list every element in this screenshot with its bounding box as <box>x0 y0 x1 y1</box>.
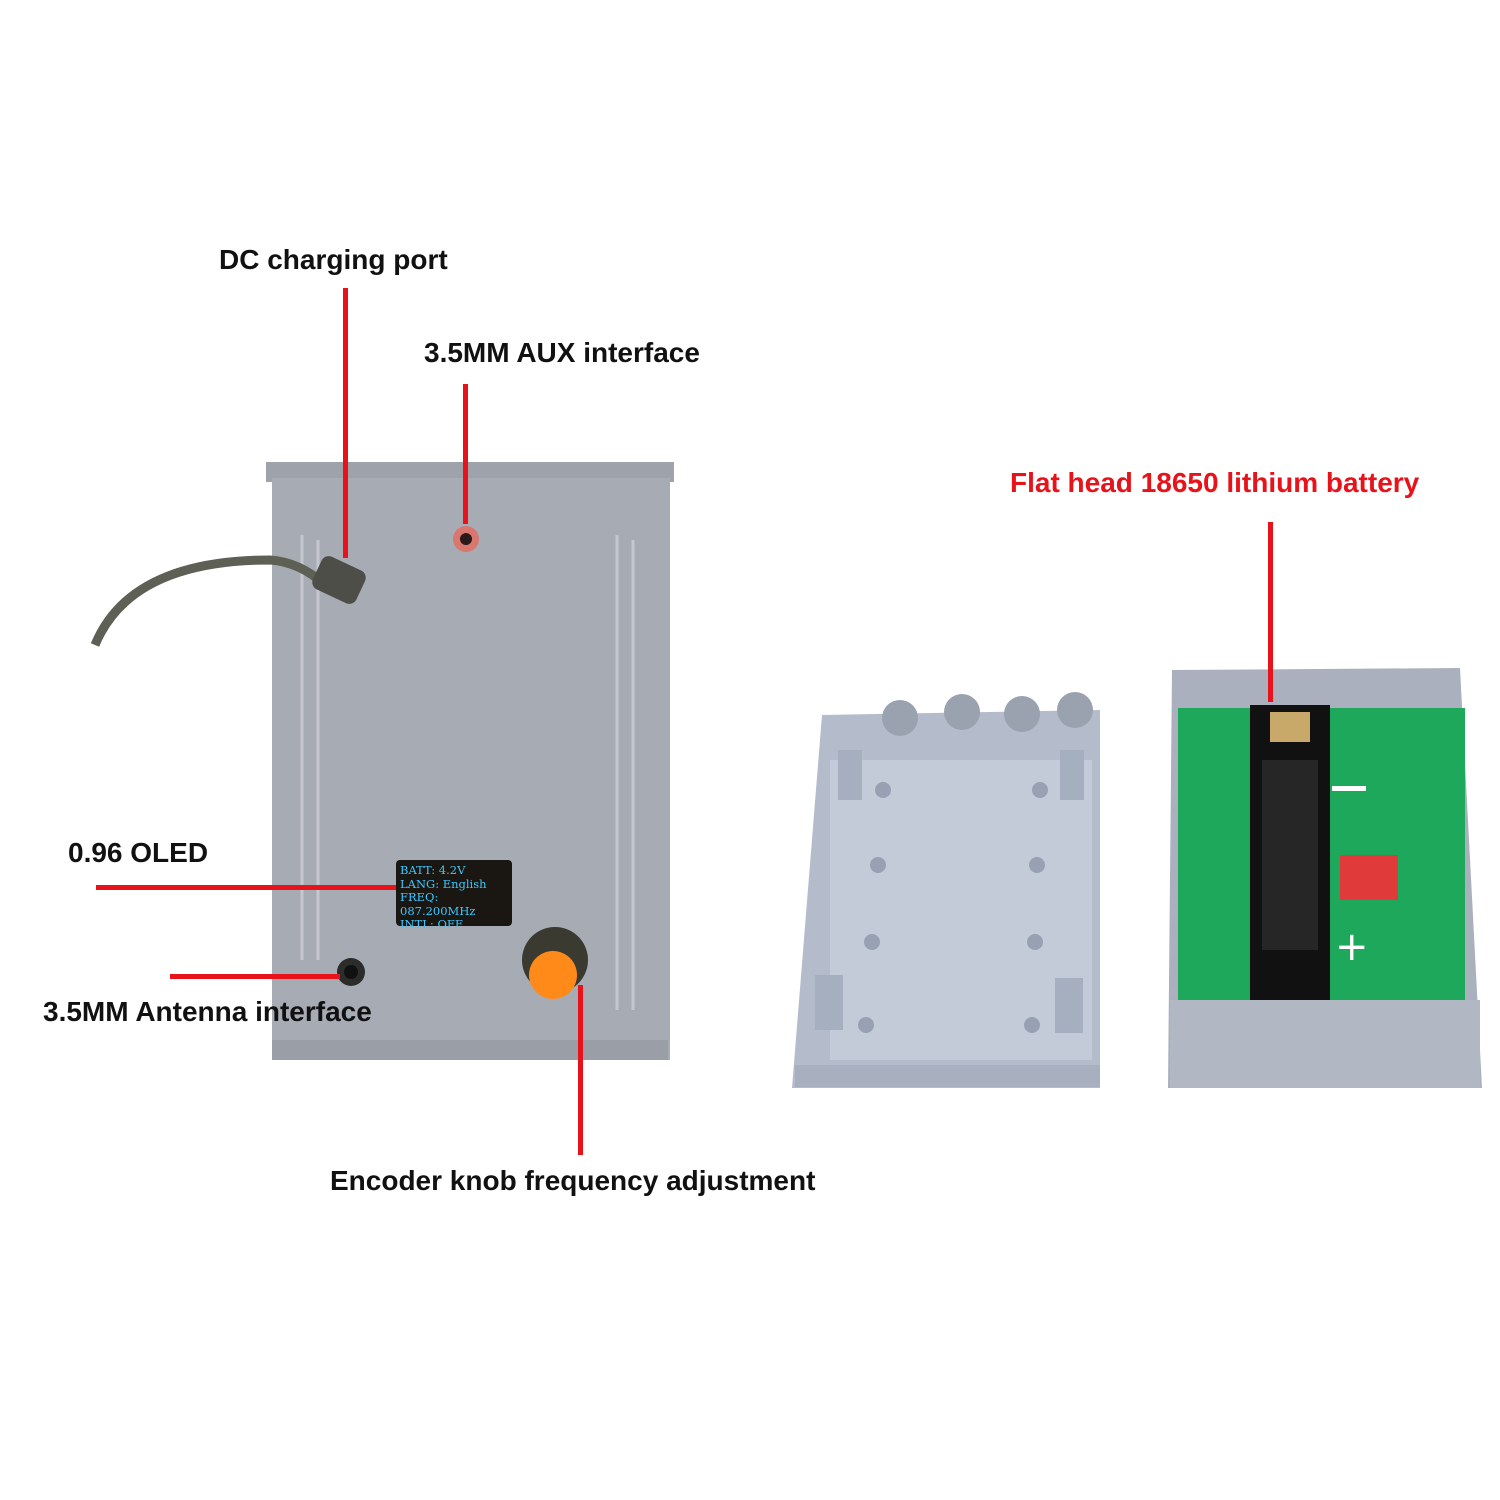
encoder-pointer <box>578 985 583 1155</box>
screws <box>882 692 1093 736</box>
dc-cable <box>90 555 329 647</box>
antenna-pointer <box>170 974 340 979</box>
label-battery: Flat head 18650 lithium battery <box>1010 467 1420 498</box>
oled-pointer <box>96 885 396 890</box>
dc-port-pointer <box>343 288 348 558</box>
switch <box>1340 855 1398 900</box>
label-oled: 0.96 OLED <box>68 837 209 868</box>
aux-pointer <box>463 384 468 524</box>
battery-holder-contact <box>1270 712 1310 742</box>
label-antenna-interface: 3.5MM Antenna interface <box>43 996 372 1027</box>
svg-text:+: + <box>1335 924 1369 970</box>
dc-plug <box>312 556 366 604</box>
enclosure-lid <box>792 710 1100 1088</box>
enclosure-base-with-pcb: + <box>1168 668 1482 1088</box>
oled-line: INTL: OFF <box>400 917 463 931</box>
label-dc-charging-port: DC charging port <box>219 244 448 275</box>
oled-line: FREQ: 087.200MHz <box>400 890 476 918</box>
label-aux-interface: 3.5MM AUX interface <box>424 337 700 368</box>
encoder-knob <box>529 951 577 999</box>
label-encoder-knob: Encoder knob frequency adjustment <box>330 1165 816 1196</box>
oled-display: BATT: 4.2V LANG: English FREQ: 087.200MH… <box>396 860 512 931</box>
device-enclosure-front <box>266 462 674 1060</box>
oled-line: BATT: 4.2V <box>400 863 466 877</box>
oled-line: LANG: English <box>400 876 487 891</box>
battery-pointer <box>1268 522 1273 702</box>
